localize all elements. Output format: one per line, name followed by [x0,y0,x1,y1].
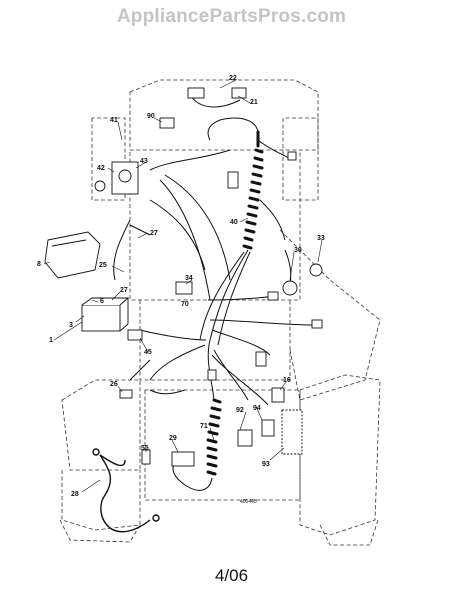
callout-1: 1 [49,337,53,344]
callout-27-upper: 27 [150,230,158,237]
callout-6: 6 [100,298,104,305]
callout-34: 34 [185,275,193,282]
callout-70: 70 [181,301,189,308]
page-number: 4/06 [214,566,249,585]
callout-3: 3 [69,322,73,329]
callout-40: 40 [230,219,238,226]
coiled-harness-upper [242,130,264,250]
callout-22: 22 [229,75,237,82]
callout-16: 16 [283,377,291,384]
callout-28: 28 [71,491,79,498]
callout-43: 43 [140,158,148,165]
callout-71: 71 [200,423,208,430]
callout-25: 25 [99,262,107,269]
regulator [171,451,195,467]
callout-90: 90 [147,113,155,120]
battery-cable [92,448,160,533]
watermark: AppliancePartsPros.com [116,6,347,27]
callout-42: 42 [97,165,105,172]
battery [81,304,121,332]
callout-27-lower: 27 [120,287,128,294]
callout-92: 92 [236,407,244,414]
relay [175,281,193,295]
callout-41: 41 [110,117,118,124]
callout-55: 55 [141,445,149,452]
callout-45: 45 [144,349,152,356]
callout-26: 26 [110,381,118,388]
callout-21: 21 [250,99,258,106]
diagram-code: 400445 [240,499,257,505]
callout-33: 33 [317,235,325,242]
callout-labels: 22 21 41 90 42 43 40 8 27 25 30 33 34 70… [37,75,325,505]
coiled-harness-lower [206,398,222,476]
callout-93: 93 [262,461,270,468]
leader-lines [43,79,323,493]
callout-30: 30 [294,247,302,254]
callout-29: 29 [169,435,177,442]
components [44,87,323,467]
callout-8: 8 [37,261,41,268]
callout-94: 94 [253,405,261,412]
battery-box [44,231,101,279]
